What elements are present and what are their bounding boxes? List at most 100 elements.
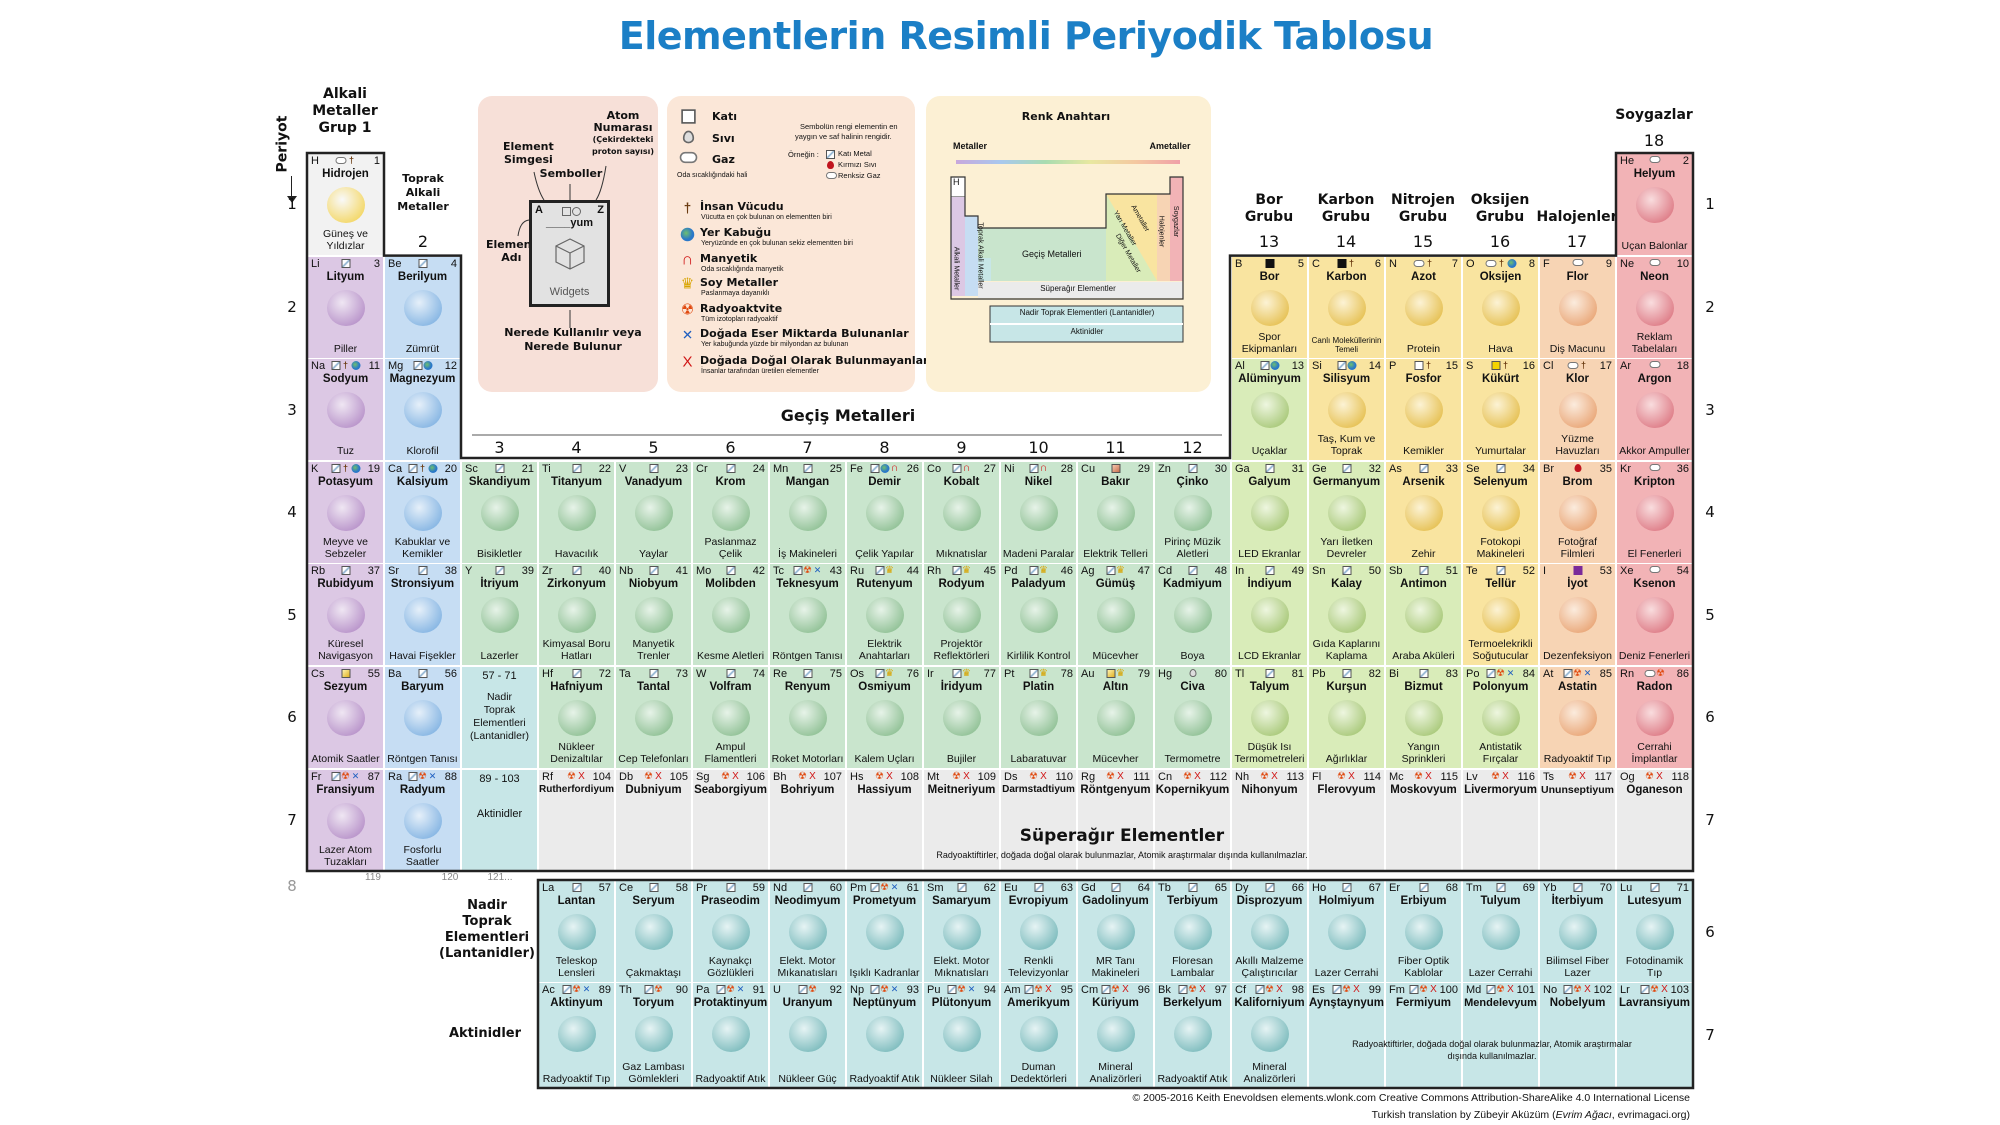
actinide-reference-cell[interactable]: 89 - 103 Aktinidler <box>461 769 538 871</box>
